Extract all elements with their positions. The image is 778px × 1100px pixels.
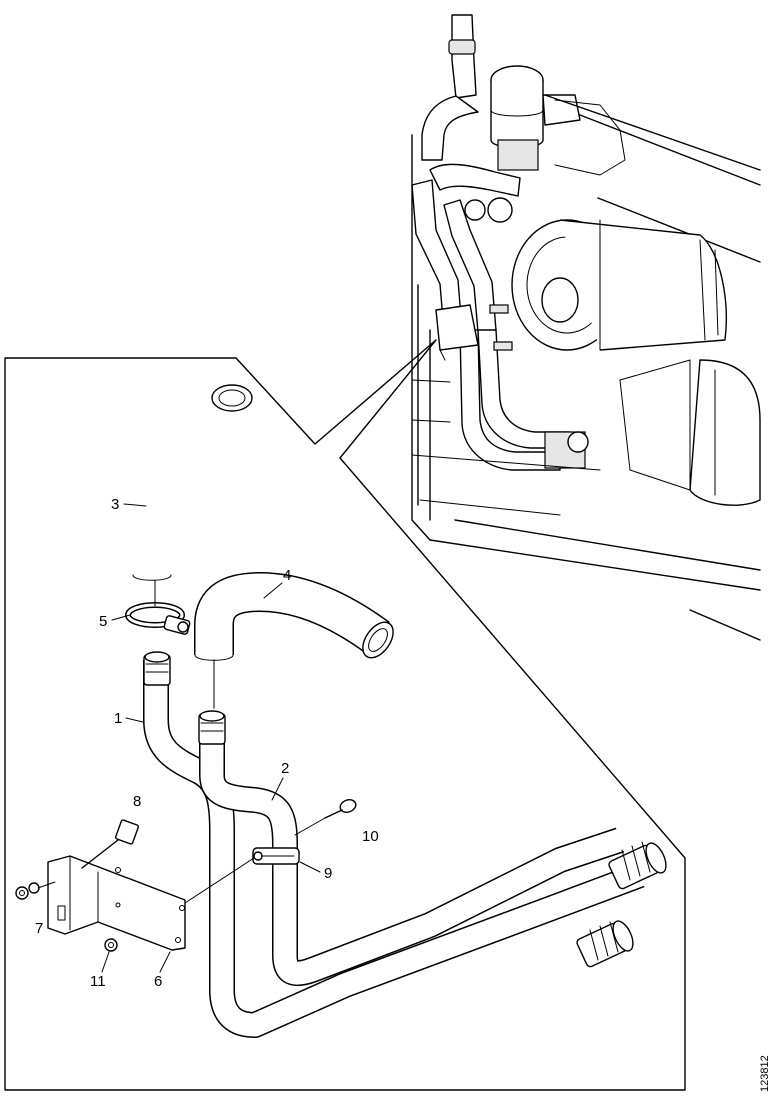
callout-11: 11 <box>90 973 106 990</box>
hose-3 <box>132 381 253 594</box>
figure-reference: 123812 <box>759 1055 771 1092</box>
hose-4 <box>194 572 397 674</box>
leader-line <box>37 881 56 889</box>
p-clamp-9 <box>252 847 300 865</box>
callout-4: 4 <box>283 567 291 584</box>
bolt-10 <box>324 799 357 819</box>
callout-labels: 3 4 5 1 2 8 10 9 7 6 11 <box>35 496 379 990</box>
callout-10: 10 <box>362 828 379 845</box>
hose-clamp-5 <box>125 602 191 635</box>
nut-7 <box>15 882 40 900</box>
screw-8 <box>81 819 140 869</box>
callout-8: 8 <box>133 793 141 810</box>
engine-overview-illustration <box>411 14 761 641</box>
callout-6: 6 <box>154 973 162 990</box>
callout-1: 1 <box>114 710 122 727</box>
pipe-2 <box>198 708 632 987</box>
leader-line <box>184 857 255 904</box>
leader-line <box>294 817 326 836</box>
callout-5: 5 <box>99 613 107 630</box>
callout-7: 7 <box>35 920 43 937</box>
pipe-1 <box>143 648 652 1038</box>
bracket-6 <box>47 855 186 951</box>
nut-11 <box>104 938 118 952</box>
callout-2: 2 <box>281 760 289 777</box>
pipe-end-fitting-upper <box>608 841 667 890</box>
pipe-end-fitting-lower <box>576 920 634 968</box>
detail-frame <box>4 339 686 1091</box>
callout-9: 9 <box>324 865 332 882</box>
callout-3: 3 <box>111 496 119 513</box>
